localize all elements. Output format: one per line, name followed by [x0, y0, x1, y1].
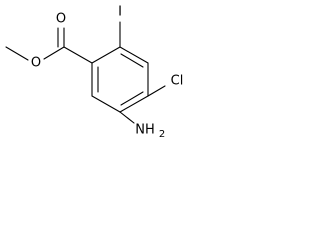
ring-bond-c4-c5-inner	[120, 91, 144, 106]
amino-group-label: NH 2	[135, 123, 165, 141]
bond-carbonyl-ester-oxygen	[43, 46, 65, 60]
ring-bond-c1-c2	[91, 46, 121, 64]
chlorine-label: Cl	[171, 74, 184, 89]
bond-c4-chlorine	[147, 85, 166, 97]
carbonyl-oxygen-label: O	[56, 12, 66, 27]
ring-bond-c4-c5	[119, 95, 149, 113]
benzene-ring	[91, 46, 149, 113]
bond-ester-oxygen-methyl	[5, 46, 29, 61]
ring-bond-c2-c3-inner	[120, 53, 144, 68]
amino-subscript: 2	[159, 129, 165, 140]
ring-bond-c2-c3	[119, 46, 149, 64]
ester-oxygen-label: O	[31, 56, 41, 71]
bond-c1-carbonyl-carbon	[63, 46, 93, 64]
iodine-label: I	[118, 5, 122, 20]
bond-c5-amino	[119, 111, 135, 124]
amino-label: NH	[135, 123, 155, 138]
ring-bond-c5-c6	[91, 95, 121, 113]
chemical-structure-diagram: I Cl O O NH 2	[5, 5, 184, 141]
